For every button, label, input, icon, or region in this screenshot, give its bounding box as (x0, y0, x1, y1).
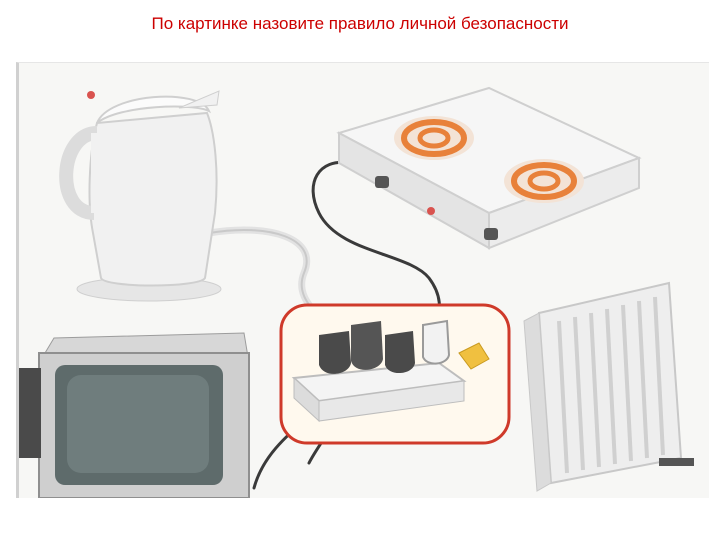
power-strip-icon (291, 361, 467, 423)
kettle-icon (59, 90, 222, 302)
slide-title: По картинке назовите правило личной безо… (151, 14, 569, 33)
appliances-illustration (16, 62, 709, 498)
plug-icon (319, 319, 490, 374)
tv-icon (19, 332, 250, 498)
radiator-icon (523, 281, 694, 492)
electric-stove-icon (336, 86, 642, 250)
